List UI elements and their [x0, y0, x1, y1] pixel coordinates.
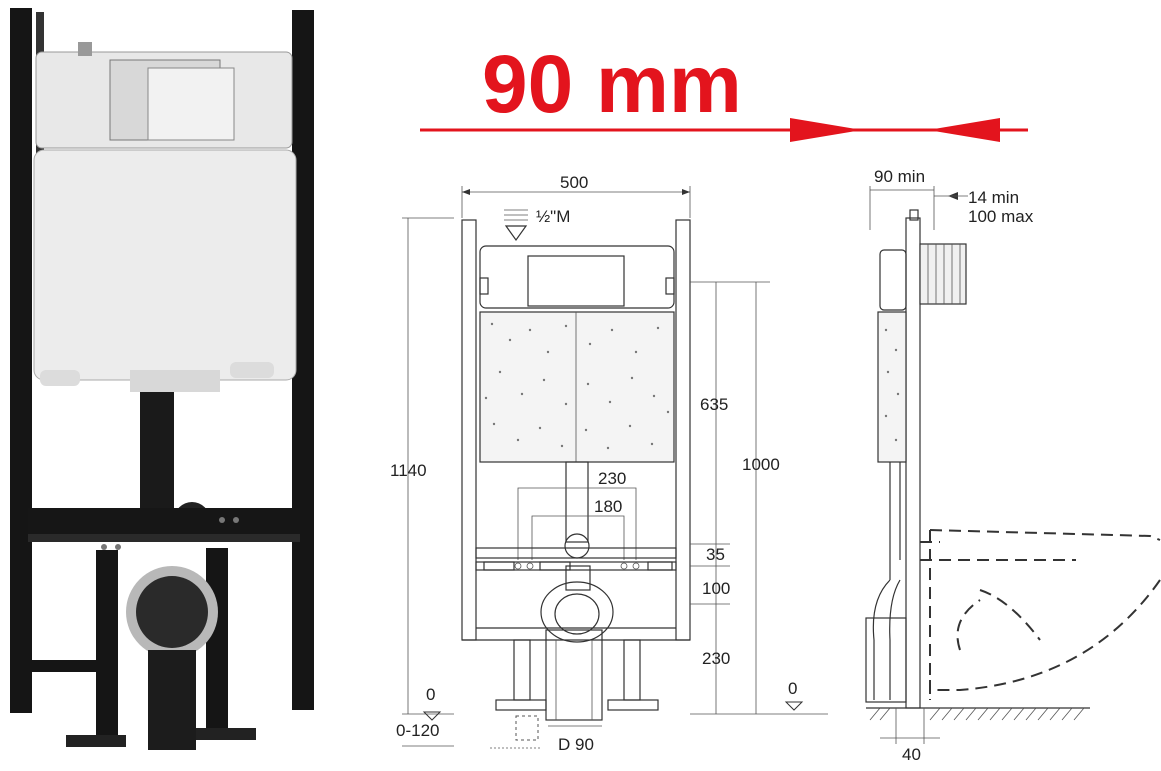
- dim-100-label: 100: [702, 579, 730, 598]
- wc-frame-cistern-photo: [10, 8, 314, 750]
- depth-label: 90 min: [874, 167, 925, 186]
- dim-230-bottom-label: 230: [702, 649, 730, 668]
- red-dimension-arrows: [420, 118, 1028, 142]
- dim-230-top-label: 230: [598, 469, 626, 488]
- floor-zero-left-label: 0: [426, 685, 435, 704]
- front-view-drawing: 500 ½"M: [390, 173, 828, 754]
- level-triangle-icon: [504, 209, 528, 242]
- height-frame-label: 1000: [742, 455, 780, 474]
- width-label: 500: [560, 173, 588, 192]
- floor-zero-right-label: 0: [788, 679, 797, 698]
- wall-min-label: 14 min: [968, 188, 1019, 207]
- height-total-label: 1140: [390, 461, 427, 480]
- headline-text: 90 mm: [482, 39, 742, 130]
- height-cistern-label: 635: [700, 395, 728, 414]
- drain-label: D 90: [558, 735, 594, 754]
- inlet-label: ½"M: [536, 207, 570, 226]
- dim-35-label: 35: [706, 545, 725, 564]
- dim-180-label: 180: [594, 497, 622, 516]
- side-view-drawing: 90 min 14 min 100 max: [865, 167, 1161, 764]
- floor-adjust-label: 0-120: [396, 721, 439, 740]
- foot-label: 40: [902, 745, 921, 764]
- headline-group: 90 mm: [420, 39, 1028, 142]
- wall-max-label: 100 max: [968, 207, 1034, 226]
